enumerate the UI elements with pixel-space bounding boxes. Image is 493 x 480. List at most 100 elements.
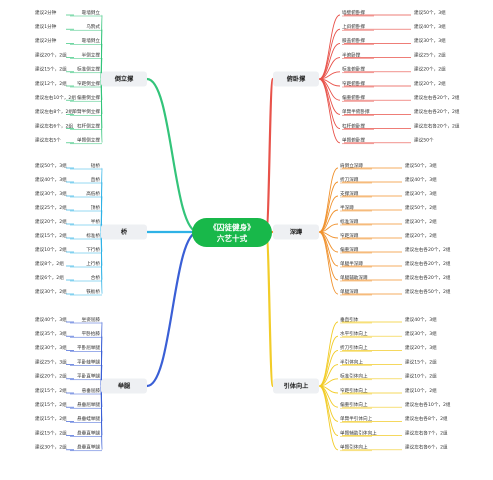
exercise-requirement: 建议50个，3组 xyxy=(35,162,67,169)
exercise-requirement: 建议左右各20个，2组 xyxy=(405,260,451,267)
exercise-label: 半深蹲 xyxy=(340,204,354,211)
exercise-label: 上行桥 xyxy=(86,260,100,267)
branch-node[interactable]: 俯卧撑 xyxy=(273,71,319,87)
exercise-node[interactable]: 上行桥 建议8个，2组 xyxy=(35,260,102,268)
leaf-connector xyxy=(318,78,341,130)
exercise-requirement: 建议20个，2组 xyxy=(414,80,446,87)
branch-node[interactable]: 桥 xyxy=(101,224,147,240)
exercise-requirement: 建议10个，2组 xyxy=(35,246,67,253)
exercise-label: 偏重深蹲 xyxy=(340,246,359,253)
exercise-requirement: 建议8个，2组 xyxy=(35,260,64,267)
exercise-label: 平卧抬膝 xyxy=(82,330,101,337)
exercise-node[interactable]: 偏重俯卧撑建议左右各20个，2组 xyxy=(342,94,460,102)
exercise-requirement: 建议40个，3组 xyxy=(405,176,437,183)
exercise-node[interactable]: 单臂俯卧撑建议50个 xyxy=(342,137,434,145)
exercise-node[interactable]: 半深蹲建议50个，2组 xyxy=(340,204,437,212)
exercise-label: 单腿半深蹲 xyxy=(340,260,363,267)
exercise-node[interactable]: 膝盖俯卧撑建议30个，3组 xyxy=(342,37,446,45)
exercise-node[interactable]: 窄距深蹲建议20个，2组 xyxy=(340,232,437,240)
exercise-node[interactable]: 单腿辅助深蹲建议左右各20个，2组 xyxy=(340,274,451,282)
branch-bubble xyxy=(101,378,147,394)
exercise-label: 支撑深蹲 xyxy=(340,190,359,197)
branch-node[interactable]: 深蹲 xyxy=(273,224,319,240)
exercise-node[interactable]: 单腿半深蹲 建议左右各20个，2组 xyxy=(340,260,451,268)
branch-connector xyxy=(264,77,275,234)
exercise-node[interactable]: 水平引体向上建议30个，3组 xyxy=(340,330,437,338)
exercise-node[interactable]: 偏重深蹲建议左右各20个，2组 xyxy=(340,246,451,254)
exercise-requirement: 建议30个，3组 xyxy=(35,344,67,351)
central-topic[interactable]: 《囚徒健身》 六艺十式 xyxy=(192,218,272,247)
exercise-node[interactable]: 杠杆俯卧撑建议左右各20个，2组 xyxy=(342,122,460,130)
exercise-node[interactable]: 标准深蹲建议30个，2组 xyxy=(340,218,437,226)
exercise-node[interactable]: 折刀深蹲建议40个，3组 xyxy=(340,176,437,184)
exercise-node[interactable]: 标准引体向上建议10个，2组 xyxy=(340,373,437,381)
exercise-node[interactable]: 窄距俯卧撑建议20个，2组 xyxy=(342,80,446,88)
branch-bubble xyxy=(273,224,319,240)
leaf-connector xyxy=(318,195,339,233)
exercise-requirement: 建议50个，3组 xyxy=(405,162,437,169)
exercise-label: 窄距深蹲 xyxy=(340,232,359,239)
branch-bubble xyxy=(101,71,147,87)
exercise-node[interactable]: 偏重引体向上建议左右各10个，2组 xyxy=(340,401,451,409)
exercise-node[interactable]: 单臂半俯卧撑建议左右各20个，2组 xyxy=(342,108,460,116)
exercise-label: 偏重倒立撑 xyxy=(77,94,100,101)
exercise-label: 乌鸦式 xyxy=(86,23,100,30)
branch-node[interactable]: 举腿 xyxy=(101,378,147,394)
exercise-label: 悬垂直举腿 xyxy=(77,429,100,436)
exercise-node[interactable]: 上斜俯卧撑建议40个，3组 xyxy=(342,23,446,31)
exercise-node[interactable]: 标准俯卧撑建议20个，2组 xyxy=(342,66,446,74)
exercise-node[interactable]: 单腿深蹲建议左右各50个，2组 xyxy=(340,288,451,296)
leaf-connector xyxy=(318,78,341,144)
exercise-requirement: 建议12个，2组 xyxy=(35,80,67,87)
exercise-label: 平卧蛙举腿 xyxy=(77,358,100,365)
exercise-node[interactable]: 单臂半引体向上建议左右各8个，2组 xyxy=(340,415,448,423)
exercise-node[interactable]: 墙壁俯卧撑建议50个，3组 xyxy=(342,9,446,17)
exercise-label: 杠杆倒立撑 xyxy=(77,122,100,129)
exercise-node[interactable]: 垂直引体建议40个，3组 xyxy=(340,316,437,324)
exercise-node[interactable]: 单臂引体向上建议左右各6个，2组 xyxy=(340,444,448,452)
exercise-requirement: 建议15个，2组 xyxy=(35,232,67,239)
branch-node[interactable]: 倒立撑 xyxy=(101,71,147,87)
exercise-node[interactable]: 窄距引体向上建议10个，2组 xyxy=(340,387,437,395)
branch-node[interactable]: 引体向上 xyxy=(273,378,319,394)
exercise-requirement: 建议40个，3组 xyxy=(35,316,67,323)
exercise-node[interactable]: 肩倒立深蹲建议50个，3组 xyxy=(340,162,437,170)
exercise-node[interactable]: 半引体向上建议15个，2组 xyxy=(340,358,437,366)
exercise-node[interactable]: 单臂辅助引体向上建议左右各7个，2组 xyxy=(340,429,448,437)
exercise-node[interactable]: 折刀引体向上建议20个，3组 xyxy=(340,344,437,352)
exercise-node[interactable]: 支撑深蹲建议30个，3组 xyxy=(340,190,437,198)
leaf-connector xyxy=(318,167,339,233)
exercise-node[interactable]: 半俯卧撑建议25个，2组 xyxy=(342,51,446,59)
exercise-label: 铁板桥 xyxy=(86,288,100,295)
